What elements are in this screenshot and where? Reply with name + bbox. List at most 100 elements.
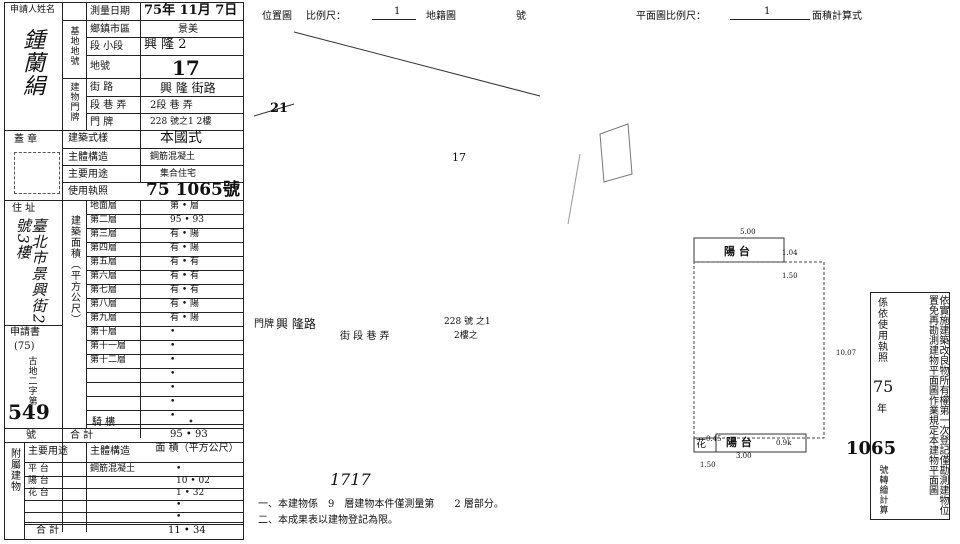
divider bbox=[86, 340, 244, 341]
divider bbox=[86, 354, 244, 355]
floor-value: • bbox=[170, 397, 176, 407]
annex-area: • bbox=[176, 512, 182, 522]
annex-use: 陽 台 bbox=[28, 476, 49, 486]
lane-label: 段 巷 弄 bbox=[90, 100, 127, 111]
divider bbox=[62, 148, 244, 149]
address-value: 臺北市景興街2號3樓 bbox=[13, 218, 48, 325]
seal-stamp bbox=[14, 152, 60, 194]
floor-label: 第六層 bbox=[90, 271, 118, 281]
base-land-label: 基地地號 bbox=[68, 26, 79, 66]
land-no-label: 地號 bbox=[90, 61, 110, 72]
plan-balcony-bottom: 陽 台 bbox=[726, 436, 752, 449]
city-value: 景美 bbox=[178, 24, 198, 35]
divider bbox=[86, 368, 244, 369]
plan-dim-b2: 0.9k bbox=[776, 439, 792, 447]
note-line-1: 一、本建物係 9 層建物本件僅測量第 2 層部分。 bbox=[258, 499, 504, 510]
parcel-17-label: 17 bbox=[452, 151, 466, 164]
divider bbox=[86, 298, 244, 299]
plan-dim-bottom: 3.00 bbox=[736, 452, 752, 460]
floor-value: • bbox=[170, 383, 176, 393]
floor-label: 第十層 bbox=[90, 327, 118, 337]
address-label: 住 址 bbox=[12, 203, 36, 214]
annex-area: 10 • 02 bbox=[176, 476, 210, 486]
divider bbox=[62, 2, 63, 532]
divider bbox=[24, 524, 244, 525]
floor-value: 95 • 93 bbox=[170, 215, 204, 225]
scale-label: 比例尺： bbox=[306, 11, 346, 22]
divider bbox=[24, 522, 244, 523]
annex-total-label: 合 計 bbox=[36, 525, 60, 536]
flower-bed-outline bbox=[693, 437, 717, 453]
divider bbox=[24, 462, 244, 463]
form-border bbox=[4, 2, 244, 540]
floor-value: 有 • 陽 bbox=[170, 229, 200, 239]
floor-plan bbox=[693, 237, 825, 453]
annex-struct: 鋼筋混凝土 bbox=[90, 464, 136, 474]
balcony-value: • bbox=[188, 417, 194, 428]
use-value: 集合住宅 bbox=[160, 169, 197, 179]
divider bbox=[4, 200, 244, 201]
land-no-value: 17 bbox=[172, 56, 200, 80]
divider bbox=[4, 325, 62, 326]
floor-label: 第九層 bbox=[90, 313, 118, 323]
floor-value: 有 • 陽 bbox=[170, 243, 200, 253]
floors-total-label: 合 計 bbox=[70, 430, 94, 441]
annex-use: 平 台 bbox=[28, 464, 49, 474]
map-door-label: 門牌 bbox=[254, 319, 274, 330]
divider bbox=[4, 442, 244, 443]
divider bbox=[24, 512, 244, 513]
parcel-boundary bbox=[253, 103, 295, 117]
signature: 1717 bbox=[330, 470, 371, 489]
plan-scale-value: 1 bbox=[764, 6, 771, 17]
divider bbox=[140, 200, 141, 438]
divider bbox=[86, 396, 244, 397]
divider bbox=[86, 214, 244, 215]
annex-area: • bbox=[176, 500, 182, 510]
floor-value: • bbox=[170, 411, 176, 421]
stamp-year-suffix: 年 bbox=[877, 404, 887, 415]
section-label: 段 小段 bbox=[90, 41, 124, 52]
floor-value: 第 • 層 bbox=[170, 201, 200, 211]
divider bbox=[4, 428, 244, 429]
license-label: 使用執照 bbox=[68, 186, 108, 197]
door-value: 228 號之1 2樓 bbox=[150, 117, 212, 127]
floor-value: • bbox=[170, 355, 176, 365]
plan-dim-left: 1.50 bbox=[782, 272, 798, 280]
divider bbox=[86, 37, 244, 38]
divider bbox=[86, 424, 244, 425]
application-year: (75) bbox=[14, 341, 35, 352]
annex-use-label: 主要用途 bbox=[28, 446, 68, 457]
divider bbox=[372, 19, 416, 20]
cadastral-label: 地籍圖 bbox=[426, 11, 456, 22]
structure-label: 主體構造 bbox=[68, 152, 108, 163]
map-door-road: 興 隆路 bbox=[276, 317, 316, 331]
application-label: 申請書 bbox=[10, 327, 40, 338]
divider bbox=[86, 326, 244, 327]
divider bbox=[140, 2, 141, 182]
floor-value: 有 • 陽 bbox=[170, 299, 200, 309]
divider bbox=[86, 228, 244, 229]
divider bbox=[24, 500, 244, 501]
building-style-value: 本國式 bbox=[160, 130, 202, 146]
divider bbox=[86, 284, 244, 285]
use-label: 主要用途 bbox=[68, 169, 108, 180]
plan-balcony-top: 陽 台 bbox=[724, 245, 750, 258]
floor-label: 第十一層 bbox=[90, 341, 127, 351]
floor-label: 地面層 bbox=[90, 201, 118, 211]
parcel-boundary bbox=[567, 153, 581, 225]
parcel-21-label: 21 bbox=[270, 101, 289, 116]
stamp-license: 1065 bbox=[846, 438, 897, 459]
building-style-label: 建築式樣 bbox=[68, 133, 108, 144]
section-value: 興 隆 2 bbox=[144, 37, 187, 52]
survey-date-label: 測量日期 bbox=[90, 6, 130, 17]
annex-area: • bbox=[176, 464, 182, 474]
floor-value: 有 • 陽 bbox=[170, 313, 200, 323]
divider bbox=[86, 256, 244, 257]
map-door-floor: 2樓之 bbox=[454, 331, 478, 341]
annex-total-value: 11 • 34 bbox=[168, 525, 206, 536]
floor-label: 第二層 bbox=[90, 215, 118, 225]
map-door-num: 228 號 之1 bbox=[444, 317, 491, 327]
plan-dim-bottom2: 1.50 bbox=[700, 461, 716, 469]
stamp-year: 75 bbox=[873, 377, 894, 396]
annex-struct-label: 主體構造 bbox=[90, 446, 130, 457]
